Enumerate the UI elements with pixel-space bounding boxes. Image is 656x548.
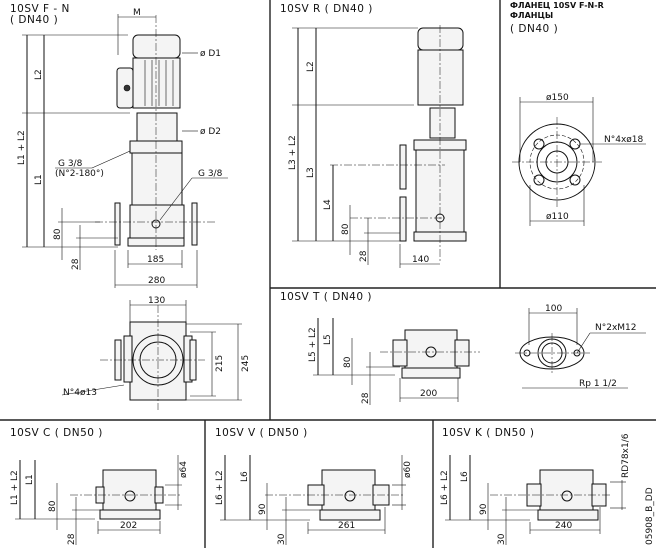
panel-title: 10SV F - N xyxy=(10,3,70,15)
panel-title: 10SV T ( DN40 ) xyxy=(280,291,372,303)
dim-d60: ø60 xyxy=(403,461,413,478)
dim-80: 80 xyxy=(341,223,351,235)
flange-title-line1: ФЛАНЕЦ 10SV F-N-R xyxy=(510,1,604,10)
dim-202: 202 xyxy=(120,521,137,531)
dim-28: 28 xyxy=(71,258,81,270)
dim-90: 90 xyxy=(479,503,489,515)
dim-l5-l2: L5 + L2 xyxy=(308,327,318,362)
dim-l1: L1 xyxy=(34,174,44,185)
drawing-code: 05908_B_DD xyxy=(645,487,655,545)
panel-title: 10SV R ( DN40 ) xyxy=(280,3,373,15)
dim-140: 140 xyxy=(412,255,429,265)
dim-l5: L5 xyxy=(323,334,333,345)
dim-l1: L1 xyxy=(25,474,35,485)
panel-title: 10SV K ( DN50 ) xyxy=(442,427,534,439)
dim-80: 80 xyxy=(48,500,58,512)
pump-side-view xyxy=(95,15,215,250)
panel-10sv-k: 10SV K ( DN50 ) L6 + L2 L6 90 30 240 RD7… xyxy=(440,427,655,545)
dim-185: 185 xyxy=(147,255,164,265)
dim-l6: L6 xyxy=(460,471,470,482)
dim-240: 240 xyxy=(555,521,572,531)
dim-90: 90 xyxy=(258,503,268,515)
dim-d150: ø150 xyxy=(546,93,569,103)
panel-title: 10SV V ( DN50 ) xyxy=(215,427,308,439)
dim-28: 28 xyxy=(359,250,369,262)
dim-30: 30 xyxy=(497,533,507,545)
dim-130: 130 xyxy=(148,296,165,306)
dim-d1: ø D1 xyxy=(200,49,221,59)
dim-d2: ø D2 xyxy=(200,127,221,137)
panel-10sv-v: 10SV V ( DN50 ) L6 + L2 L6 90 30 261 ø60 xyxy=(215,427,413,545)
dimensions: M L1 + L2 L2 L1 80 28 185 280 ø D1 ø D2 … xyxy=(17,8,228,288)
dim-28: 28 xyxy=(361,392,371,404)
dim-30: 30 xyxy=(277,533,287,545)
panel-10sv-c: 10SV C ( DN50 ) L1 + L2 L1 80 28 202 ø64 xyxy=(10,427,189,545)
label-thread: Rp 1 1/2 xyxy=(579,379,617,389)
dim-d110: ø110 xyxy=(546,212,569,222)
panel-10sv-r: 10SV R ( DN40 ) L3 + L2 L2 L3 L4 80 28 1… xyxy=(280,3,467,268)
label-base-holes: N°4ø13 xyxy=(63,388,97,398)
dim-l1-l2: L1 + L2 xyxy=(17,130,27,165)
dim-l3-l2: L3 + L2 xyxy=(288,135,298,170)
dim-80: 80 xyxy=(343,356,353,368)
label-g38-drain-note: (N°2-180°) xyxy=(55,169,104,179)
dim-245: 245 xyxy=(241,355,251,372)
dim-d64: ø64 xyxy=(179,461,189,478)
label-bolt-holes: N°4xø18 xyxy=(604,135,644,145)
dim-215: 215 xyxy=(215,355,225,372)
dim-280: 280 xyxy=(148,276,165,286)
panel-10sv-t: 10SV T ( DN40 ) L5 + L2 L5 80 28 200 100… xyxy=(280,291,646,405)
label-bolts: N°2xM12 xyxy=(595,323,637,333)
dim-l3: L3 xyxy=(306,167,316,178)
panel-subtitle: ( DN40 ) xyxy=(10,14,58,26)
panel-10sv-f-n: 10SV F - N ( DN40 ) M xyxy=(10,3,228,288)
label-thread: RD78x1/6 xyxy=(621,433,631,478)
flange-subtitle: ( DN40 ) xyxy=(510,23,558,35)
dim-80: 80 xyxy=(53,228,63,240)
label-g38-fill: G 3/8 xyxy=(198,169,223,179)
dim-l2: L2 xyxy=(34,69,44,80)
dim-100: 100 xyxy=(545,304,562,314)
dim-261: 261 xyxy=(338,521,355,531)
dim-m: M xyxy=(133,8,141,18)
dim-l4: L4 xyxy=(323,199,333,210)
dim-200: 200 xyxy=(420,389,437,399)
panel-title: 10SV C ( DN50 ) xyxy=(10,427,103,439)
panel-top-view: 130 215 245 N°4ø13 xyxy=(61,296,251,410)
dim-l6-l2: L6 + L2 xyxy=(440,470,450,505)
dim-l1-l2: L1 + L2 xyxy=(10,470,20,505)
dim-l6-l2: L6 + L2 xyxy=(215,470,225,505)
label-g38-drain: G 3/8 xyxy=(58,159,83,169)
panel-flange: ФЛАНЕЦ 10SV F-N-R ФЛАНЦЫ ( DN40 ) ø150 ø… xyxy=(510,1,646,226)
dim-28: 28 xyxy=(67,533,77,545)
dim-l2: L2 xyxy=(306,61,316,72)
flange-title-line2: ФЛАНЦЫ xyxy=(510,11,553,20)
dim-l6: L6 xyxy=(240,471,250,482)
